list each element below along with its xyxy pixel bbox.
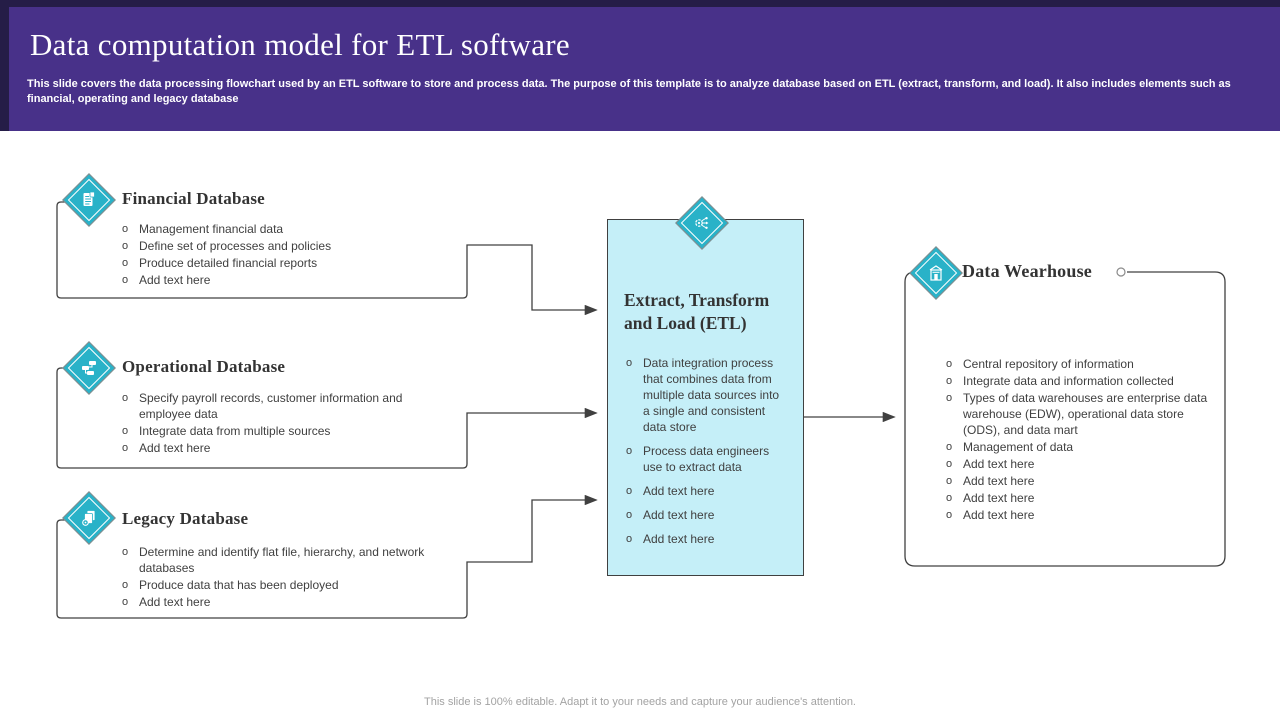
warehouse-title: Data Wearhouse <box>962 261 1092 281</box>
financial-box-outline-connector <box>56 201 598 316</box>
list-item: Produce data that has been deployed <box>120 577 441 593</box>
list-item: Data integration process that combines d… <box>624 355 783 435</box>
list-item: Add text here <box>624 531 783 547</box>
list-item: Add text here <box>120 440 441 456</box>
list-item: Specify payroll records, customer inform… <box>120 390 441 422</box>
list-item: Determine and identify flat file, hierar… <box>120 544 441 576</box>
slide-title: Data computation model for ETL software <box>30 27 570 62</box>
slide-subtitle: This slide covers the data processing fl… <box>27 78 1231 105</box>
list-item: Add text here <box>120 272 450 288</box>
operational-database-diamond <box>62 341 116 395</box>
list-item: Add text here <box>120 594 441 610</box>
warehouse-diamond <box>909 246 963 300</box>
stacked-documents-icon <box>79 508 99 528</box>
warehouse-list: Central repository of information Integr… <box>944 356 1215 524</box>
list-item: Management financial data <box>120 221 450 237</box>
list-item: Integrate data and information collected <box>944 373 1215 389</box>
etl-list: Data integration process that combines d… <box>624 355 783 555</box>
financial-database-list: Management financial data Define set of … <box>120 221 450 289</box>
legacy-database-title: Legacy Database <box>122 509 249 528</box>
list-item: Add text here <box>944 490 1215 506</box>
list-item: Add text here <box>624 507 783 523</box>
legacy-database-diamond <box>62 491 116 545</box>
top-edge-strip <box>0 0 1280 7</box>
list-item: Management of data <box>944 439 1215 455</box>
financial-report-icon <box>79 190 99 210</box>
operational-database-title: Operational Database <box>122 357 286 376</box>
list-item: Central repository of information <box>944 356 1215 372</box>
operational-database-list: Specify payroll records, customer inform… <box>120 390 441 457</box>
legacy-box-outline-connector <box>56 494 598 619</box>
list-item: Types of data warehouses are enterprise … <box>944 390 1215 438</box>
warehouse-title-terminal-circle <box>1116 267 1126 277</box>
footer-note: This slide is 100% editable. Adapt it to… <box>424 696 856 708</box>
list-item: Add text here <box>944 456 1215 472</box>
list-item: Produce detailed financial reports <box>120 255 450 271</box>
gear-network-icon <box>692 213 712 233</box>
legacy-database-list: Determine and identify flat file, hierar… <box>120 544 441 611</box>
financial-database-diamond <box>62 173 116 227</box>
flowchart-icon <box>79 358 99 378</box>
list-item: Define set of processes and policies <box>120 238 450 254</box>
list-item: Process data engineers use to extract da… <box>624 443 783 475</box>
list-item: Add text here <box>944 473 1215 489</box>
list-item: Add text here <box>944 507 1215 523</box>
list-item: Integrate data from multiple sources <box>120 423 441 439</box>
header-band: Data computation model for ETL software … <box>9 7 1280 131</box>
left-edge-strip <box>0 0 9 131</box>
operational-box-outline-connector <box>56 367 598 469</box>
etl-title: Extract, Transform and Load (ETL) <box>624 290 770 333</box>
etl-diamond <box>675 196 729 250</box>
warehouse-box-outline <box>904 271 1226 567</box>
financial-database-title: Financial Database <box>122 189 265 208</box>
list-item: Add text here <box>624 483 783 499</box>
warehouse-icon <box>926 263 946 283</box>
